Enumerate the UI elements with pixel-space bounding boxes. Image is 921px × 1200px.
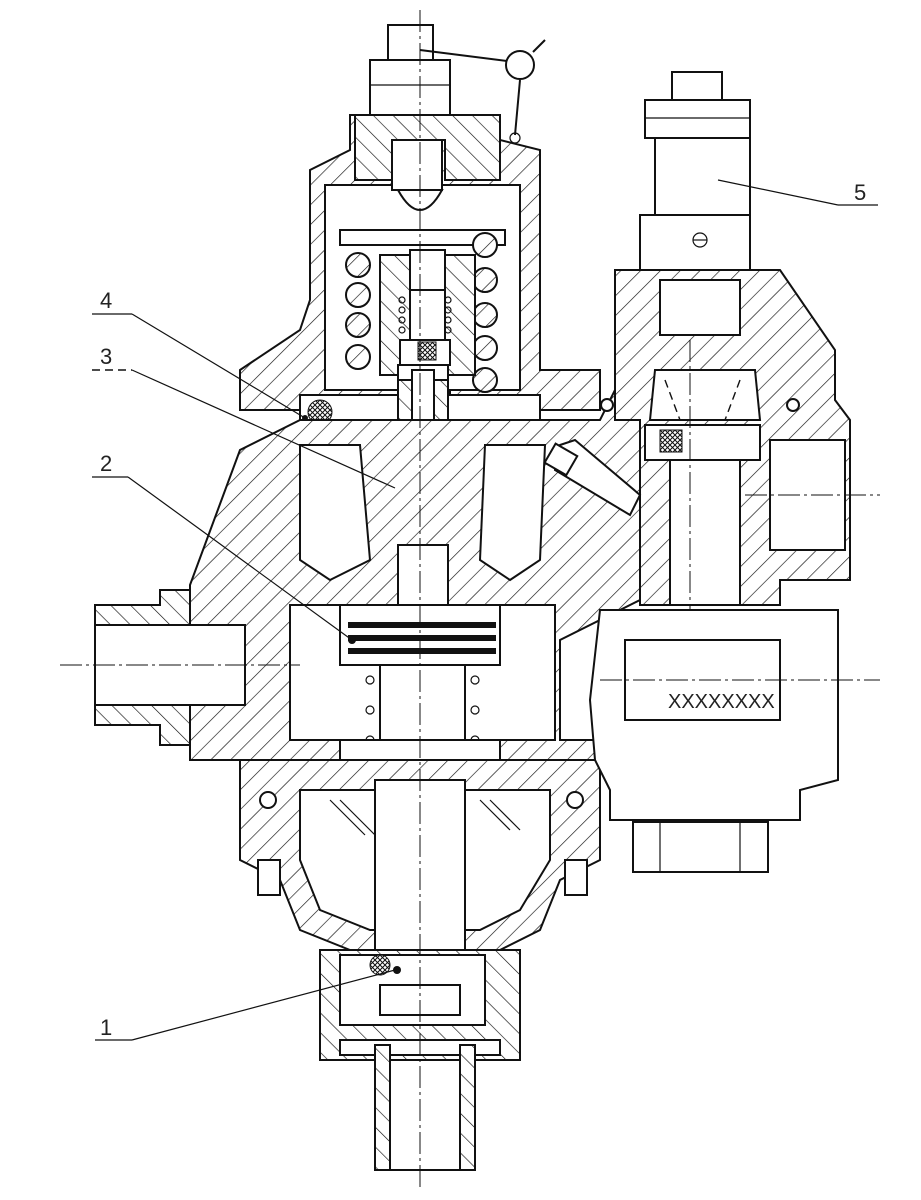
leader-lines xyxy=(92,179,878,1041)
callout-1: 1 xyxy=(100,1015,112,1040)
callout-3: 3 xyxy=(100,344,112,369)
main-spring xyxy=(345,232,498,393)
callout-2: 2 xyxy=(100,451,112,476)
nameplate-text: XXXXXXXX xyxy=(668,691,775,713)
main-valve-body xyxy=(60,10,641,1190)
adjusting-cap-5 xyxy=(654,137,751,219)
inlet-fitting xyxy=(60,589,300,746)
piston-ring-2 xyxy=(348,622,496,628)
callout-5: 5 xyxy=(854,180,866,205)
callout-4: 4 xyxy=(100,288,112,313)
lever-ball xyxy=(505,50,535,80)
outlet-nut xyxy=(632,821,769,873)
adjusting-nut xyxy=(369,59,451,116)
adjusting-screw-head xyxy=(387,24,434,61)
auxiliary-valve: XXXXXXXX xyxy=(543,71,880,873)
inner-spring xyxy=(398,296,452,334)
seal-1 xyxy=(369,954,391,976)
